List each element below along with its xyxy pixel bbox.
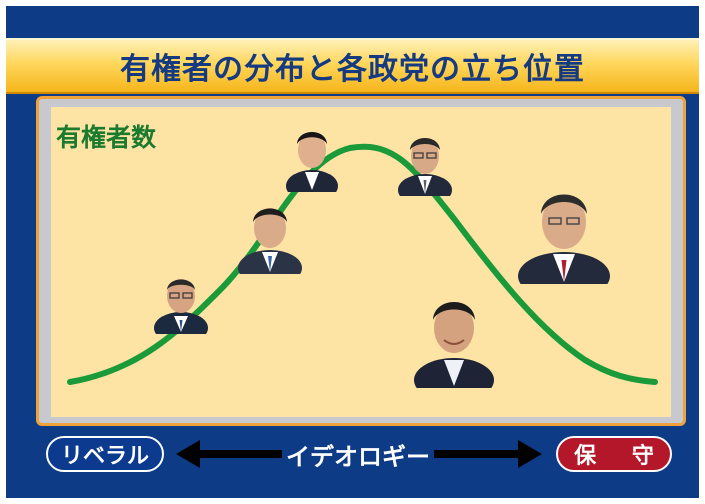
portrait-4 bbox=[398, 138, 452, 196]
distribution-curve bbox=[67, 143, 658, 385]
page-title: 有権者の分布と各政党の立ち位置 bbox=[120, 52, 585, 87]
ideology-label: イデオロギー bbox=[286, 443, 430, 471]
conservative-label: 保 守 bbox=[556, 436, 672, 472]
right-arrow-icon bbox=[434, 440, 542, 468]
portrait-3 bbox=[286, 132, 338, 192]
portrait-6 bbox=[518, 194, 610, 284]
portrait-2 bbox=[238, 208, 302, 274]
y-axis-label: 有権者数 bbox=[56, 123, 157, 152]
portrait-5 bbox=[414, 302, 494, 388]
portrait-1 bbox=[154, 279, 208, 334]
left-arrow-icon bbox=[176, 440, 282, 468]
title-band: 有権者の分布と各政党の立ち位置 bbox=[6, 38, 699, 94]
liberal-label: リベラル bbox=[46, 436, 164, 472]
